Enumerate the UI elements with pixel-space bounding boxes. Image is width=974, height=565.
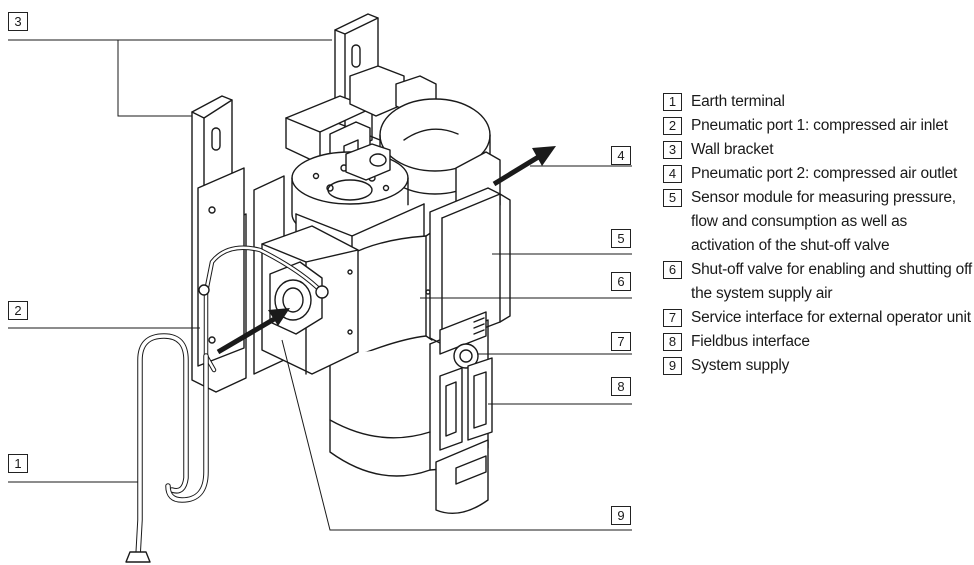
callout-6: 6 (611, 272, 631, 291)
callout-8: 8 (611, 377, 631, 396)
legend-number: 6 (663, 261, 682, 279)
legend-number: 3 (663, 141, 682, 159)
sensor-module-body (429, 187, 511, 345)
legend-label: Wall bracket (691, 141, 774, 158)
legend-number: 5 (663, 189, 682, 207)
legend-item: 5 Sensor module for measuring pressure, … (663, 186, 974, 258)
airflow-arrows (216, 146, 556, 355)
legend-number: 9 (663, 357, 682, 375)
legend-item: 1 Earth terminal (663, 90, 974, 114)
legend-label: Pneumatic port 1: compressed air inlet (691, 117, 948, 134)
lower-cylinder (329, 311, 489, 514)
legend-item: 6 Shut-off valve for enabling and shutti… (663, 258, 974, 306)
legend-label: System supply (691, 357, 790, 374)
solenoid-valves (285, 65, 437, 179)
side-panel (197, 167, 245, 367)
inlet-port-block (261, 225, 359, 375)
fieldbus-connectors (439, 357, 493, 451)
legend-item: 2 Pneumatic port 1: compressed air inlet (663, 114, 974, 138)
legend-item: 8 Fieldbus interface (663, 330, 974, 354)
legend-label: Shut-off valve for enabling and shutting… (691, 261, 973, 302)
legend-item: 4 Pneumatic port 2: compressed air outle… (663, 162, 974, 186)
callout-9: 9 (611, 506, 631, 525)
leader-lines (8, 39, 632, 531)
legend-item: 3 Wall bracket (663, 138, 974, 162)
legend-label: Sensor module for measuring pressure, fl… (691, 189, 956, 254)
earth-cable (125, 245, 329, 563)
callout-2: 2 (8, 301, 28, 320)
callout-5: 5 (611, 229, 631, 248)
legend-item: 9 System supply (663, 354, 974, 378)
service-interface-port (453, 343, 479, 369)
legend-number: 8 (663, 333, 682, 351)
legend-number: 1 (663, 93, 682, 111)
legend-label: Fieldbus interface (691, 333, 810, 350)
legend-item: 7 Service interface for external operato… (663, 306, 974, 330)
legend-label: Earth terminal (691, 93, 785, 110)
legend-number: 7 (663, 309, 682, 327)
legend-label: Service interface for external operator … (691, 309, 971, 326)
legend-label: Pneumatic port 2: compressed air outlet (691, 165, 958, 182)
legend-number: 4 (663, 165, 682, 183)
callout-3: 3 (8, 12, 28, 31)
legend: 1 Earth terminal 2 Pneumatic port 1: com… (663, 90, 974, 378)
callout-4: 4 (611, 146, 631, 165)
legend-number: 2 (663, 117, 682, 135)
callout-1: 1 (8, 454, 28, 473)
callout-7: 7 (611, 332, 631, 351)
